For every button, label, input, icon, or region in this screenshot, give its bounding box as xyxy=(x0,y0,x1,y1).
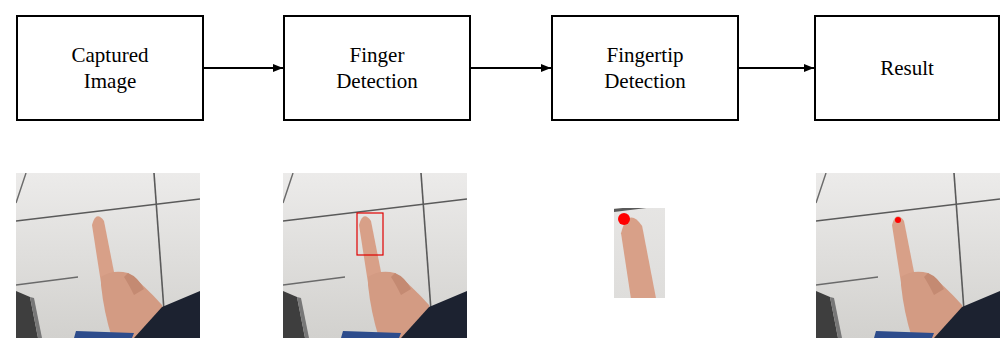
process-box: Result xyxy=(814,15,1000,121)
fingertip-dot xyxy=(618,213,630,225)
process-box: Fingertip Detection xyxy=(551,15,739,121)
box-label: Result xyxy=(880,55,934,81)
flow-arrow xyxy=(204,67,283,69)
captured-photo xyxy=(16,173,200,338)
finger-crop xyxy=(487,140,811,338)
process-box: Captured Image xyxy=(16,15,204,121)
box-label: Captured Image xyxy=(45,42,175,95)
result-photo xyxy=(816,173,1000,338)
flow-arrow xyxy=(739,67,814,69)
bounding-box xyxy=(357,213,383,255)
box-label: Fingertip Detection xyxy=(580,42,710,95)
box-label: Finger Detection xyxy=(312,42,442,95)
process-box: Finger Detection xyxy=(283,15,471,121)
detection-photo xyxy=(283,173,467,338)
flow-arrow xyxy=(471,67,551,69)
fingertip-dot xyxy=(895,217,901,223)
